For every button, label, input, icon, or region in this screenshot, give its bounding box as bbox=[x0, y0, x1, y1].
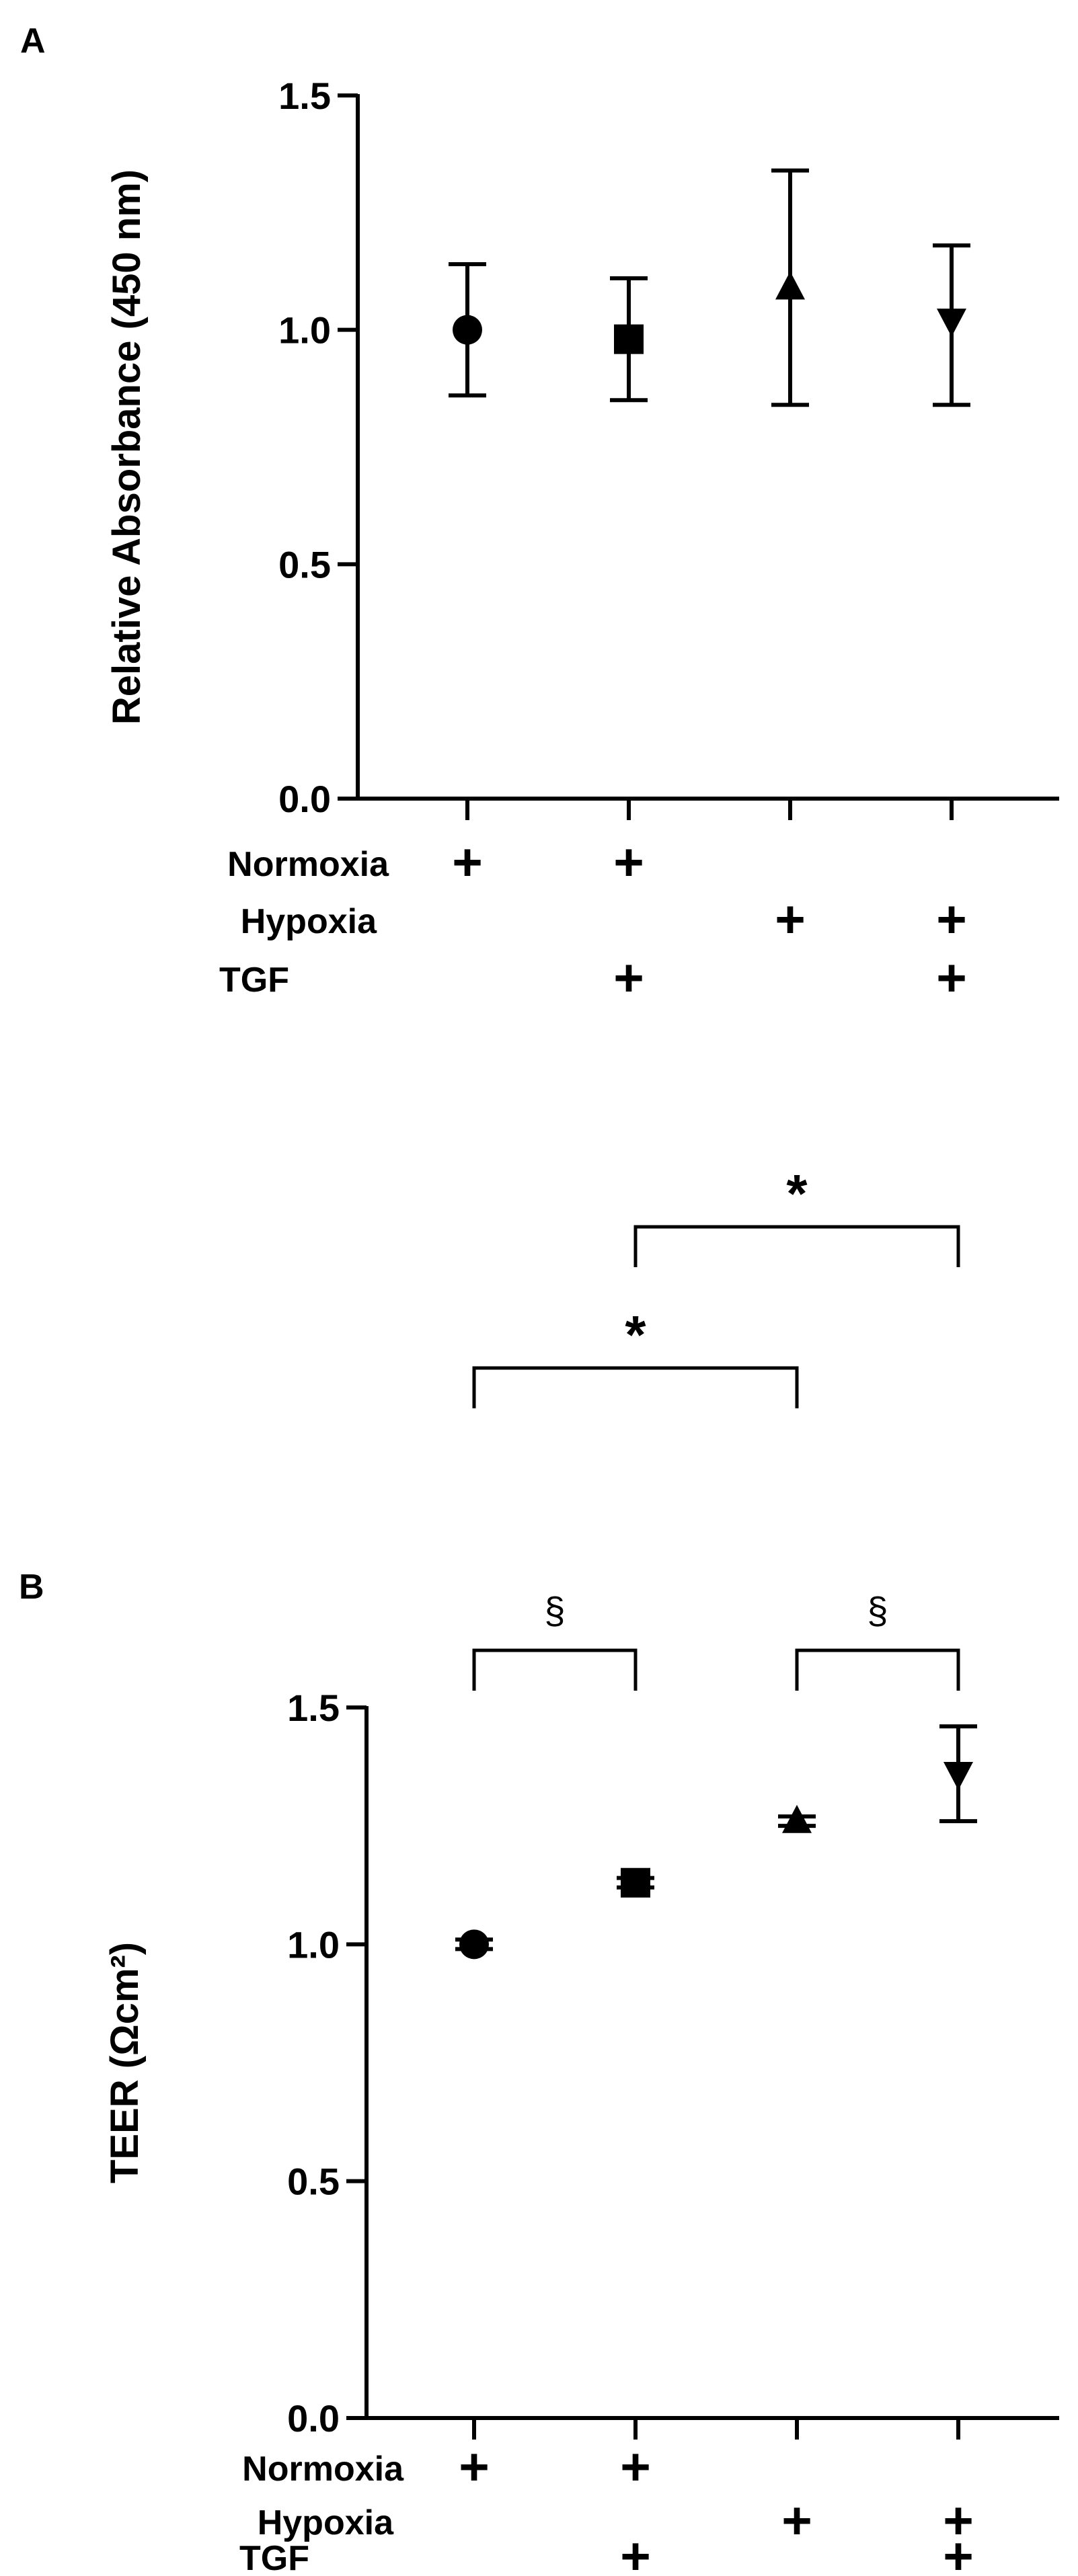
panel-b-significance-symbol: § bbox=[544, 1589, 565, 1632]
panel-b-plus-hypoxia-3: + bbox=[781, 2491, 812, 2550]
panel-a-condition-label-hypoxia: Hypoxia bbox=[241, 902, 377, 941]
panel-b-plus-hypoxia-4: + bbox=[943, 2491, 974, 2550]
panel-b-significance-symbol: * bbox=[625, 1305, 646, 1365]
panel-a-plus-normoxia-2: + bbox=[613, 832, 644, 891]
panel-a-y-tick-label: 1.0 bbox=[278, 309, 331, 352]
panel-a-plus-normoxia-1: + bbox=[452, 832, 483, 891]
panel-b-y-tick-label: 1.0 bbox=[287, 1923, 340, 1966]
panel-a-plus-hypoxia-3: + bbox=[775, 889, 806, 949]
panel-b-significance-bracket bbox=[472, 1648, 638, 1691]
panel-b-significance-bracket bbox=[795, 1648, 960, 1691]
panel-b-label: B bbox=[19, 1568, 44, 1607]
panel-a-marker-square bbox=[614, 324, 644, 354]
panel-a-condition-label-tgf: TGF bbox=[219, 961, 289, 1000]
panel-b-y-tick-label: 1.5 bbox=[287, 1687, 340, 1729]
panel-b-plus-normoxia-1: + bbox=[459, 2437, 490, 2496]
panel-b-y-axis-label: TEER (Ωcm²) bbox=[103, 1942, 147, 2183]
panel-b-plus-tgf-4: + bbox=[943, 2526, 974, 2576]
panel-a-plus-tgf-4: + bbox=[936, 948, 967, 1007]
panel-b-significance-symbol: * bbox=[786, 1164, 808, 1223]
panel-a-marker-triangle-down bbox=[937, 309, 966, 337]
panel-b-marker-circle bbox=[459, 1929, 489, 1960]
panel-a-y-tick-label: 0.5 bbox=[278, 543, 331, 586]
panel-b-significance-symbol: § bbox=[867, 1589, 888, 1632]
panel-a-marker-triangle-up bbox=[775, 271, 805, 300]
panel-b-condition-label-tgf: TGF bbox=[239, 2539, 309, 2576]
panel-b-significance-bracket bbox=[633, 1225, 960, 1267]
panel-a-y-tick-label: 1.5 bbox=[278, 75, 331, 117]
panel-a-y-axis-label: Relative Absorbance (450 nm) bbox=[105, 169, 149, 725]
panel-a-label: A bbox=[20, 22, 46, 61]
panel-b-y-tick-label: 0.5 bbox=[287, 2161, 340, 2203]
panel-b-marker-triangle-down bbox=[944, 1762, 973, 1790]
panel-b-significance-bracket bbox=[472, 1366, 799, 1408]
panel-a-y-tick-label: 0.0 bbox=[278, 778, 331, 820]
panel-b-marker-square bbox=[621, 1867, 650, 1898]
panel-a-marker-circle bbox=[453, 315, 482, 345]
panel-a-plus-hypoxia-4: + bbox=[936, 889, 967, 949]
panel-b-plus-tgf-2: + bbox=[620, 2526, 651, 2576]
panel-b-y-tick-label: 0.0 bbox=[287, 2397, 340, 2440]
panel-b-marker-triangle-up bbox=[782, 1804, 812, 1833]
panel-b-plus-normoxia-2: + bbox=[620, 2437, 651, 2496]
panel-b-condition-label-normoxia: Normoxia bbox=[242, 2450, 404, 2489]
panel-a-plus-tgf-2: + bbox=[613, 948, 644, 1007]
panel-b-condition-label-hypoxia: Hypoxia bbox=[258, 2503, 394, 2542]
panel-a-condition-label-normoxia: Normoxia bbox=[227, 845, 389, 884]
